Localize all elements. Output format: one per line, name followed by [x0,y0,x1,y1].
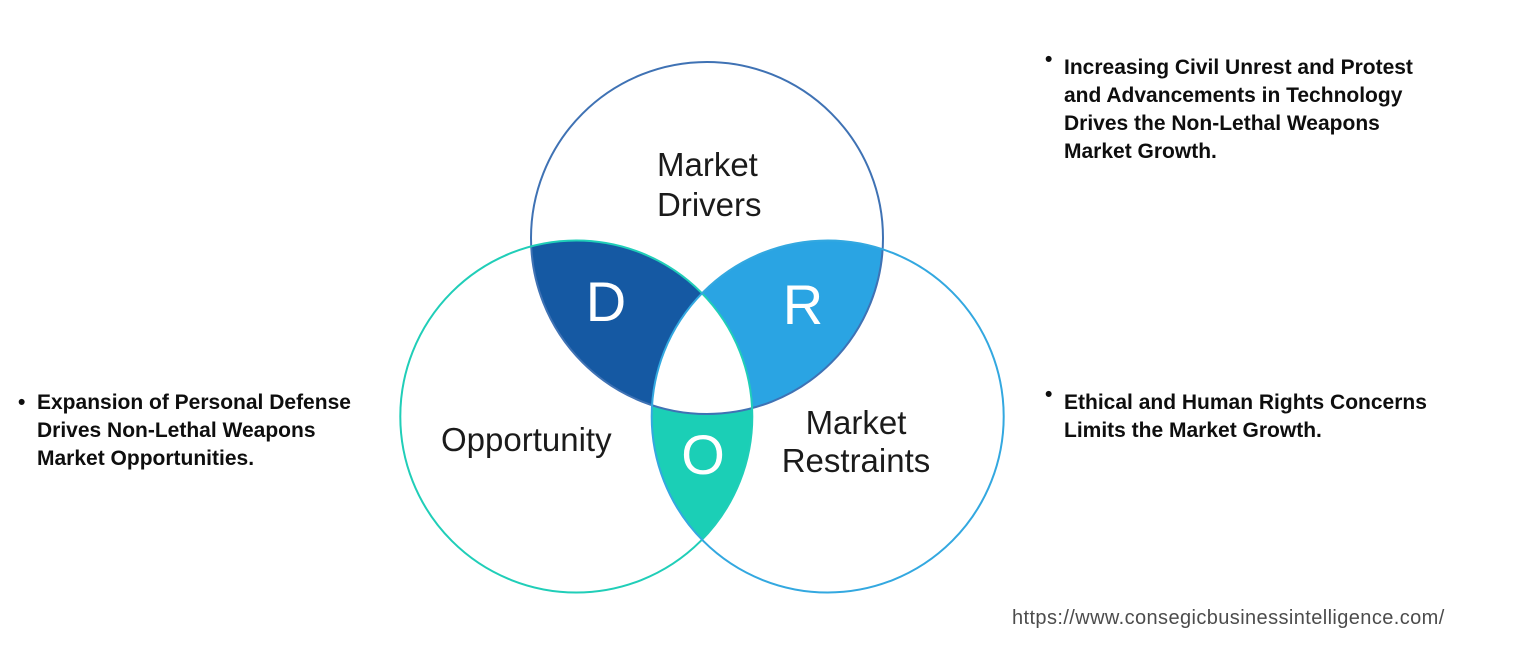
annotation-restraints-text: Ethical and Human Rights Concerns Limits… [1064,389,1427,445]
annotation-restraints: • Ethical and Human Rights Concerns Limi… [1045,383,1427,445]
circle-opportunity-outline [399,239,754,594]
letter-restraints: R [782,273,824,336]
annotation-opportunity-text: Expansion of Personal Defense Drives Non… [37,389,351,473]
annotation-opportunity: • Expansion of Personal Defense Drives N… [18,389,351,473]
label-market-restraints-line1: Market [805,404,907,441]
bullet-icon: • [1045,383,1053,406]
label-market-drivers-line1: Market [657,146,758,183]
annotation-line: Market Growth. [1064,140,1217,163]
label-market-restraints: Market Restraints [781,404,931,480]
letter-opportunity: O [681,423,725,486]
annotation-drivers: • Increasing Civil Unrest and Protest an… [1045,48,1413,166]
petal-drivers-restraints [702,240,883,409]
source-url: https://www.consegicbusinessintelligence… [1012,607,1445,629]
label-market-drivers-line2: Drivers [657,186,762,223]
label-opportunity: Opportunity [441,421,612,458]
annotation-drivers-text: Increasing Civil Unrest and Protest and … [1064,54,1413,166]
annotation-line: Ethical and Human Rights Concerns [1064,391,1427,414]
label-market-drivers: Market Drivers [657,145,762,225]
annotation-line: Limits the Market Growth. [1064,419,1322,442]
annotation-line: Drives Non-Lethal Weapons [37,419,316,442]
annotation-line: Drives the Non-Lethal Weapons [1064,112,1380,135]
circle-restraints-outline [650,239,1005,594]
bullet-icon: • [1045,48,1053,71]
bullet-icon: • [18,391,26,414]
annotation-line: Expansion of Personal Defense [37,391,351,414]
annotation-line: Market Opportunities. [37,447,255,470]
label-market-restraints-line2: Restraints [781,442,931,479]
annotation-line: Increasing Civil Unrest and Protest [1064,56,1413,79]
letter-drivers: D [585,270,627,333]
circle-drivers-outline [530,61,884,415]
annotation-line: and Advancements in Technology [1064,84,1403,107]
